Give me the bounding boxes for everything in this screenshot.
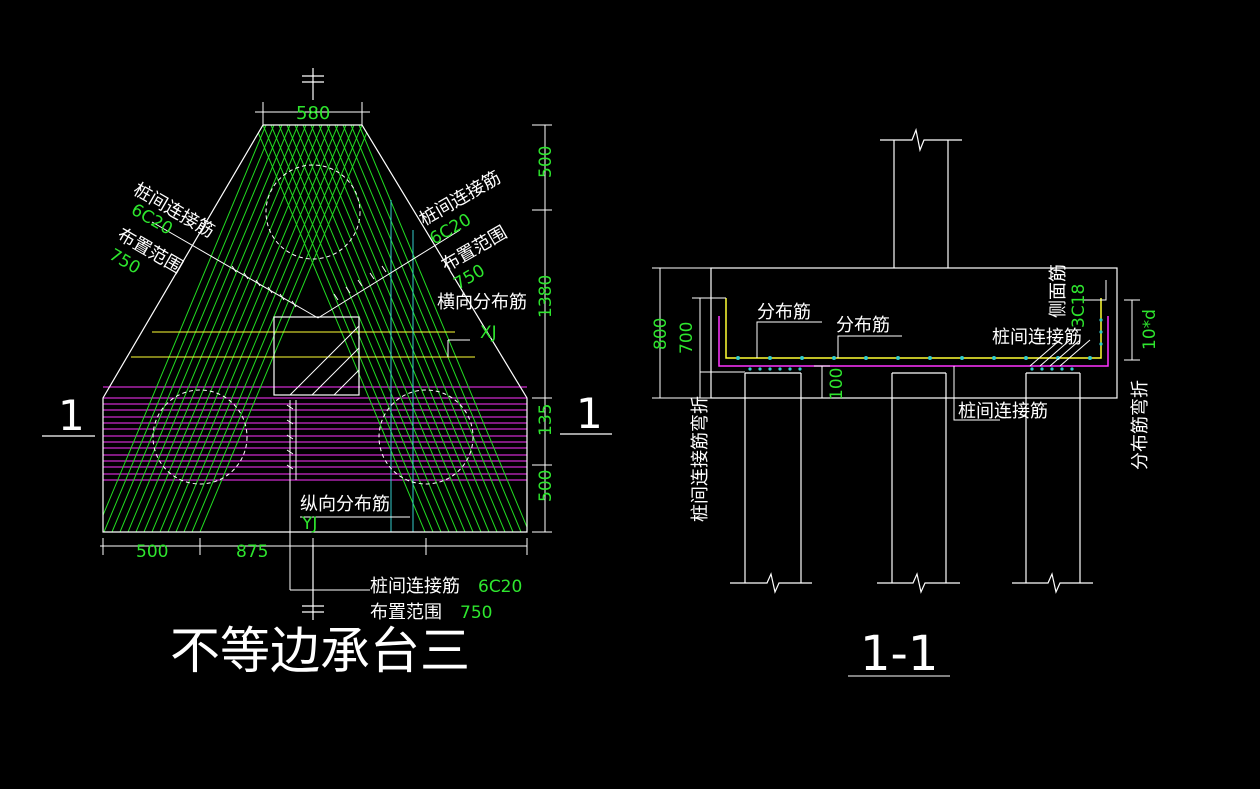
- dim-right-small: 135: [536, 404, 556, 436]
- section-cap: [710, 267, 1118, 399]
- bottom-connect-label: 桩间连接筋: [370, 576, 460, 597]
- dim-right-bottom: 500: [536, 470, 556, 502]
- section-dims: [652, 267, 1140, 677]
- section-mark-left: 1: [58, 391, 85, 440]
- dim-right-mid: 1380: [536, 275, 556, 318]
- axis-mark-top: [302, 68, 324, 100]
- dimension-lines: [100, 102, 552, 555]
- yellow-rebar: [725, 298, 1102, 359]
- dim-bend-len: 10*d: [1140, 309, 1160, 350]
- dim-height-inner: 700: [677, 322, 697, 354]
- section-mark-lines: [42, 433, 612, 437]
- green-band-b: [103, 125, 371, 532]
- connect-top-label: 桩间连接筋: [992, 327, 1082, 348]
- side-bar-spec: 3C18: [1069, 284, 1089, 328]
- connect-bottom-label: 桩间连接筋: [958, 401, 1048, 422]
- yellow-lines: [131, 331, 475, 358]
- dim-right-top: 500: [536, 146, 556, 178]
- dim-bottom-mid: 875: [236, 542, 268, 562]
- right-vertical-label: 分布筋弯折: [1130, 380, 1151, 470]
- dim-pile-embed: 100: [827, 368, 847, 400]
- dist-label-2: 分布筋: [836, 315, 890, 336]
- transverse-code: XJ: [480, 323, 497, 343]
- magenta-rebar: [718, 316, 1109, 367]
- section-view: 800 700 100 10*d 分布筋 分布筋 桩间连接筋 侧面筋 3C18 …: [651, 127, 1160, 682]
- side-bar-label: 侧面筋: [1048, 264, 1069, 318]
- rebar-dots: [736, 318, 1103, 371]
- column-hatch: [289, 325, 360, 396]
- pile-circle-right: [378, 389, 474, 485]
- bottom-range-label: 布置范围: [370, 602, 442, 623]
- pile-circle-left: [152, 389, 248, 485]
- left-vertical-label: 桩间连接筋弯折: [690, 396, 711, 522]
- section-piles: [730, 372, 1093, 594]
- bottom-range-value: 750: [460, 603, 492, 623]
- section-column: [880, 127, 962, 268]
- pile-circle-top: [265, 164, 361, 260]
- pile-cap-plan: 580 500 1380 135 500 500 875 1 1 桩间连接筋 6…: [42, 68, 612, 680]
- transverse-label: 横向分布筋: [437, 292, 527, 313]
- dim-bottom-left: 500: [136, 542, 168, 562]
- axis-mark-bottom: [302, 545, 324, 620]
- leader-ticks: [231, 265, 387, 470]
- bottom-connect-spec: 6C20: [478, 577, 522, 597]
- leader-lines: [151, 221, 470, 591]
- section-leaders: [700, 280, 1107, 421]
- longitudinal-label: 纵向分布筋: [300, 494, 390, 515]
- section-mark-right: 1: [576, 389, 603, 438]
- dim-top-width: 580: [296, 103, 330, 124]
- cyan-lines: [390, 200, 414, 532]
- section-title: 1-1: [860, 626, 938, 682]
- dim-height-total: 800: [651, 318, 671, 350]
- dist-label-1: 分布筋: [757, 302, 811, 323]
- longitudinal-code: YJ: [301, 514, 317, 534]
- plan-title: 不等边承台三: [170, 622, 470, 680]
